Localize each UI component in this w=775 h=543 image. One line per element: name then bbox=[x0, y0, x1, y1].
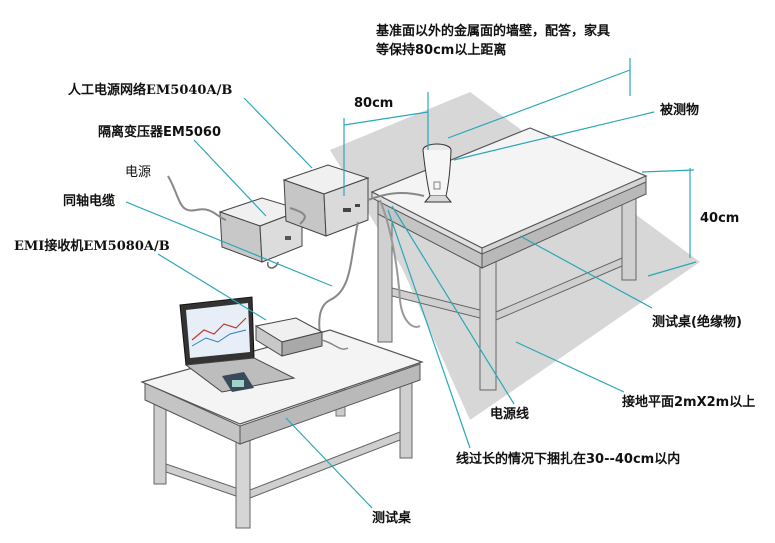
emi-receiver-laptop bbox=[179, 296, 349, 393]
transformer-label: 隔离变压器EM5060 bbox=[98, 125, 221, 140]
dimension-80cm bbox=[343, 92, 429, 196]
bundle-note-label: 线过长的情况下捆扎在30--40cm以内 bbox=[456, 452, 681, 467]
isolation-transformer-box bbox=[218, 197, 304, 263]
power-source-cable bbox=[167, 175, 227, 221]
transformer-lisn-cable bbox=[289, 207, 306, 225]
lisn-box bbox=[282, 164, 370, 237]
lisn-label: 人工电源网络EM5040A/B bbox=[68, 83, 233, 98]
bundled-cord bbox=[379, 199, 421, 328]
wall-distance-note: 基准面以外的金属面的墙壁，配答，家具等保持80cm以上距离 bbox=[376, 24, 611, 58]
dimension-80cm-label: 80cm bbox=[354, 96, 394, 111]
power-source-label: 电源 bbox=[125, 165, 152, 180]
eut-power-cord bbox=[367, 192, 425, 201]
dimension-wall bbox=[447, 58, 631, 139]
coax-label: 同轴电缆 bbox=[63, 194, 116, 209]
ground-plane-label: 接地平面2mX2m以上 bbox=[622, 395, 756, 410]
insulated-table-label: 测试桌(绝缘物) bbox=[652, 315, 742, 330]
main-test-table bbox=[370, 127, 648, 391]
eut-label: 被测物 bbox=[660, 103, 700, 118]
test-table-label: 测试桌 bbox=[372, 511, 412, 526]
eut-device bbox=[422, 143, 453, 203]
dimension-40cm-label: 40cm bbox=[700, 211, 740, 226]
leader-lines bbox=[125, 97, 655, 509]
dimension-40cm bbox=[641, 168, 697, 277]
receiver-label: EMI接收机EM5080A/B bbox=[14, 239, 170, 254]
power-cord-label: 电源线 bbox=[490, 407, 530, 422]
